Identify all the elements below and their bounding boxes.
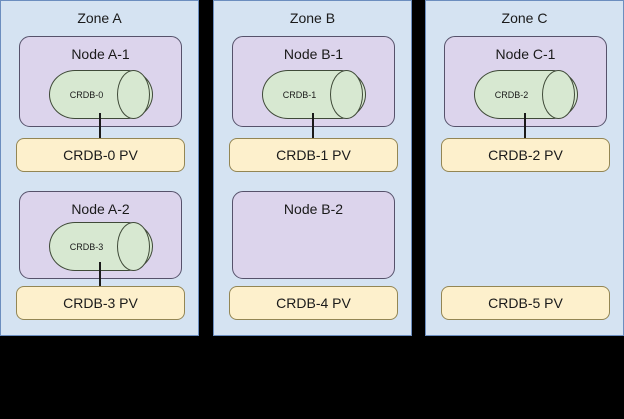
node-b-1[interactable]: Node B-1 CRDB-1 <box>232 36 395 127</box>
cylinder-cap-icon <box>116 70 150 119</box>
zone-c-container[interactable]: Zone C Node C-1 CRDB-2 CRDB-2 PV CRDB-5 … <box>425 0 624 336</box>
pod-crdb-3-label: CRDB-3 <box>69 241 104 252</box>
connector-crdb-0 <box>98 113 101 139</box>
node-b-2[interactable]: Node B-2 <box>232 191 395 279</box>
pod-crdb-1[interactable]: CRDB-1 <box>261 70 366 119</box>
pod-crdb-0-label: CRDB-0 <box>69 89 104 100</box>
zone-b-container[interactable]: Zone B Node B-1 CRDB-1 CRDB-1 PV Node B-… <box>213 0 412 336</box>
node-b-2-label: Node B-2 <box>283 201 344 217</box>
zone-a-title: Zone A <box>77 10 122 26</box>
pv-crdb-0[interactable]: CRDB-0 PV <box>16 138 185 172</box>
cylinder-cap-icon <box>116 222 150 271</box>
node-a-2-label: Node A-2 <box>71 201 130 217</box>
pod-crdb-2-label: CRDB-2 <box>494 89 529 100</box>
zone-a-container[interactable]: Zone A Node A-1 CRDB-0 CRDB-0 PV Node A-… <box>0 0 199 336</box>
zone-c-title: Zone C <box>501 10 548 26</box>
pod-crdb-3[interactable]: CRDB-3 <box>48 222 153 271</box>
pv-crdb-4[interactable]: CRDB-4 PV <box>229 286 398 320</box>
pod-crdb-2[interactable]: CRDB-2 <box>473 70 578 119</box>
pv-crdb-5[interactable]: CRDB-5 PV <box>441 286 610 320</box>
zone-b-title: Zone B <box>289 10 336 26</box>
connector-crdb-1 <box>311 113 314 139</box>
connector-crdb-2 <box>523 113 526 139</box>
cylinder-cap-icon <box>329 70 363 119</box>
node-a-2[interactable]: Node A-2 CRDB-3 <box>19 191 182 279</box>
node-a-1[interactable]: Node A-1 CRDB-0 <box>19 36 182 127</box>
node-a-1-label: Node A-1 <box>71 46 130 62</box>
node-c-1[interactable]: Node C-1 CRDB-2 <box>444 36 607 127</box>
pod-crdb-0[interactable]: CRDB-0 <box>48 70 153 119</box>
connector-crdb-3 <box>98 262 101 287</box>
pv-crdb-2[interactable]: CRDB-2 PV <box>441 138 610 172</box>
node-b-1-label: Node B-1 <box>283 46 344 62</box>
pod-crdb-1-label: CRDB-1 <box>282 89 317 100</box>
pv-crdb-3[interactable]: CRDB-3 PV <box>16 286 185 320</box>
node-c-1-label: Node C-1 <box>495 46 556 62</box>
cylinder-cap-icon <box>541 70 575 119</box>
pv-crdb-1[interactable]: CRDB-1 PV <box>229 138 398 172</box>
